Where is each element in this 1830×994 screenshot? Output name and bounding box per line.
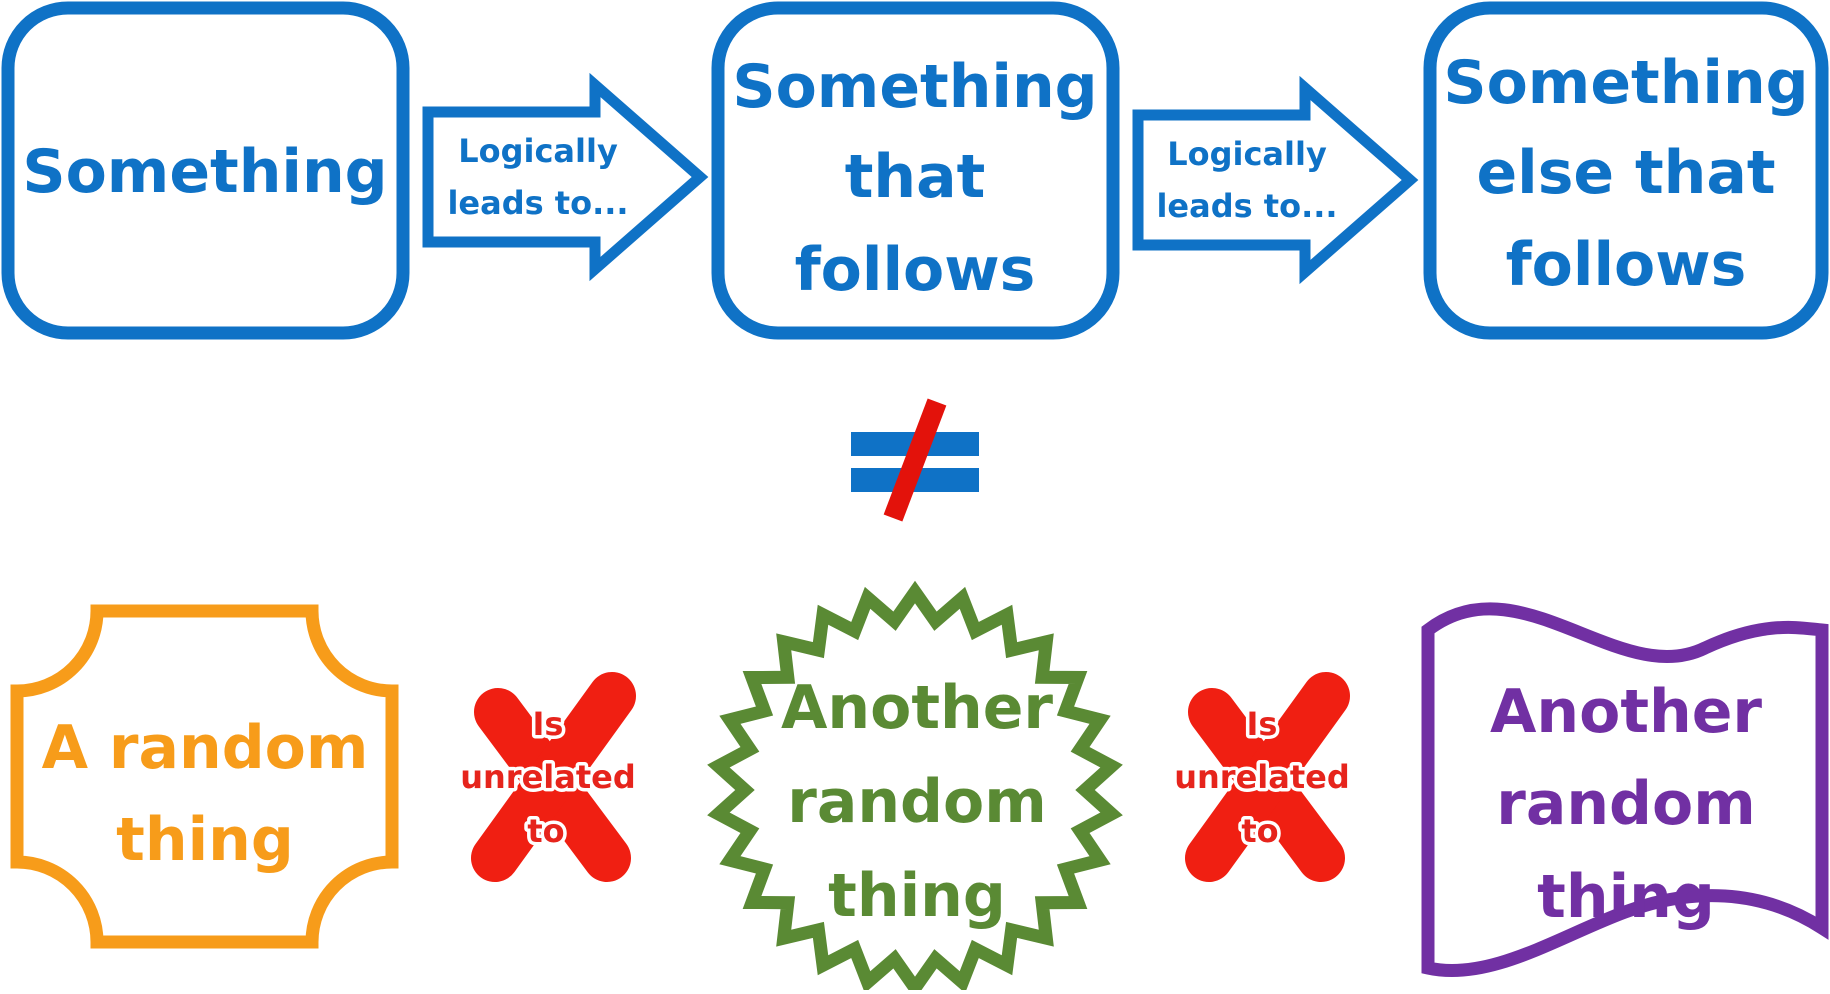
unrelated-link-2-line-2: unrelated: [1174, 758, 1350, 796]
logic-box-3-line-3: follows: [1506, 230, 1747, 300]
random-shape-2-line-1: Another: [781, 673, 1053, 743]
random-shape-2-line-2: random: [787, 767, 1046, 837]
logic-arrow-2-line-2: leads to...: [1156, 187, 1337, 225]
red-x-icon: [471, 672, 636, 882]
logic-arrow-1-line-1: Logically: [458, 132, 618, 170]
unrelated-link-1-line-1: Is: [533, 705, 564, 743]
random-shape-3: Another random thing: [1421, 602, 1829, 978]
red-x-icon: [1185, 672, 1350, 882]
logic-arrow-2: Logically leads to...: [1132, 75, 1419, 285]
logic-box-1-frame: [1, 1, 410, 340]
logic-box-1-line-1: Something: [22, 137, 387, 207]
logic-box-3: Something else that follows: [1423, 1, 1829, 340]
logic-arrow-2-line-1: Logically: [1167, 135, 1327, 173]
random-shape-1: A random thing: [10, 604, 399, 949]
logic-box-2-line-3: follows: [795, 235, 1036, 305]
unrelated-link-1-line-3: to: [527, 812, 564, 850]
unrelated-link-2-line-3: to: [1241, 812, 1278, 850]
wavy-banner-shape: [1421, 602, 1829, 978]
logic-arrow-1-line-2: leads to...: [447, 184, 628, 222]
starburst-shape: [707, 580, 1123, 994]
logic-box-2-line-1: Something: [732, 52, 1097, 122]
random-shape-3-line-3: thing: [1537, 862, 1715, 932]
random-shape-3-line-1: Another: [1490, 677, 1762, 747]
logic-box-2: Something that follows: [711, 1, 1120, 340]
right-arrow-icon: [1132, 75, 1419, 285]
right-arrow-icon: [422, 72, 709, 282]
plaque-shape-1: [10, 604, 399, 949]
random-shape-3-line-2: random: [1496, 769, 1755, 839]
unrelated-link-1-line-2: unrelated: [460, 758, 636, 796]
random-shape-2-line-3: thing: [828, 861, 1006, 931]
logic-box-1: Something: [1, 1, 410, 340]
unrelated-link-2-line-1: Is: [1247, 705, 1278, 743]
random-shape-1-line-1: A random: [42, 713, 369, 783]
logic-box-3-line-2: else that: [1476, 138, 1775, 208]
random-shape-2: Another random thing: [707, 580, 1123, 994]
logic-box-2-frame: [711, 1, 1120, 340]
logic-box-2-line-2: that: [845, 142, 986, 212]
not-slash: [883, 398, 947, 522]
unrelated-link-1: Is unrelated to: [457, 672, 639, 882]
logic-box-3-line-1: Something: [1443, 48, 1808, 118]
not-equal-icon: [851, 398, 979, 522]
logic-arrow-1: Logically leads to...: [422, 72, 709, 282]
logic-box-3-frame: [1423, 1, 1829, 340]
unrelated-link-2: Is unrelated to: [1171, 672, 1353, 882]
random-shape-1-line-2: thing: [116, 805, 294, 875]
